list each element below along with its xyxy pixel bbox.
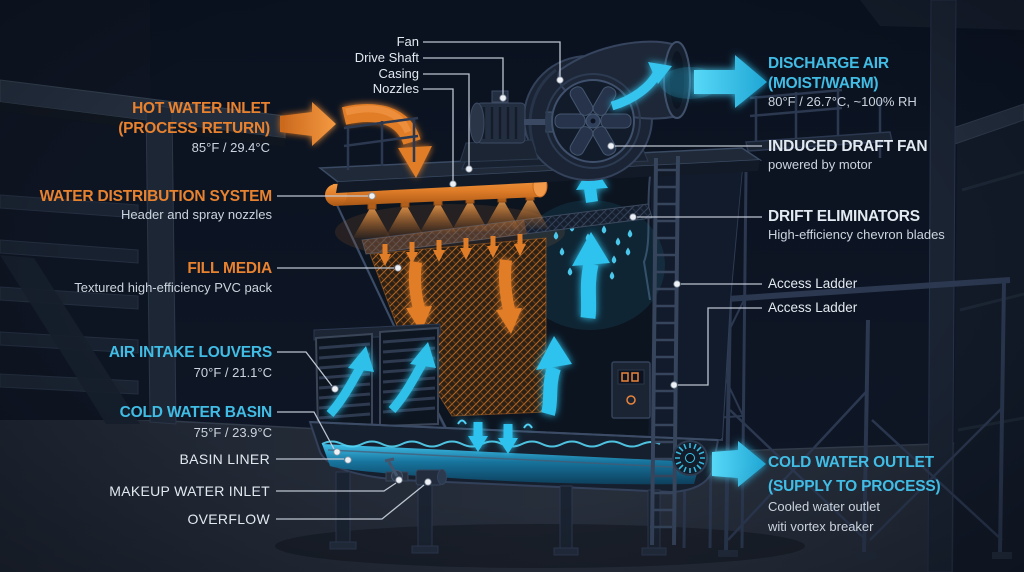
svg-text:75°F / 23.9°C: 75°F / 23.9°C bbox=[194, 425, 272, 440]
leader-dot bbox=[465, 165, 473, 173]
leader-lines bbox=[276, 41, 762, 520]
label-induced-draft-fan: INDUCED DRAFT FAN powered by motor bbox=[768, 138, 928, 172]
leader-dot bbox=[394, 264, 402, 272]
leader-line bbox=[423, 41, 561, 77]
svg-text:INDUCED DRAFT FAN: INDUCED DRAFT FAN bbox=[768, 138, 927, 155]
label-hot-water-inlet: HOT WATER INLET (PROCESS RETURN) 85°F / … bbox=[118, 100, 271, 155]
leader-line bbox=[423, 88, 454, 181]
label-nozzles: Nozzles bbox=[373, 81, 420, 96]
label-casing: Casing bbox=[379, 66, 419, 81]
label-drift-eliminators: DRIFT ELIMINATORS High-efficiency chevro… bbox=[768, 208, 945, 242]
vortex-breaker bbox=[672, 440, 708, 476]
svg-text:WATER DISTRIBUTION SYSTEM: WATER DISTRIBUTION SYSTEM bbox=[40, 188, 272, 205]
fan-wheel bbox=[545, 73, 641, 169]
leader-dot bbox=[449, 180, 457, 188]
svg-text:70°F / 21.1°C: 70°F / 21.1°C bbox=[194, 365, 272, 380]
leader-line bbox=[423, 73, 470, 166]
labels: Fan Drive Shaft Casing Nozzles HOT WATER… bbox=[40, 34, 946, 534]
label-cold-water-basin: COLD WATER BASIN 75°F / 23.9°C bbox=[120, 404, 273, 440]
leader-dot bbox=[629, 213, 637, 221]
leader-dot bbox=[331, 385, 339, 393]
svg-text:HOT WATER INLET: HOT WATER INLET bbox=[132, 100, 271, 117]
svg-text:DISCHARGE AIR: DISCHARGE AIR bbox=[768, 55, 889, 72]
leader-line bbox=[277, 411, 335, 450]
label-cold-water-outlet: COLD WATER OUTLET (SUPPLY TO PROCESS) Co… bbox=[767, 454, 941, 534]
leader-dot bbox=[556, 76, 564, 84]
svg-text:COLD WATER OUTLET: COLD WATER OUTLET bbox=[768, 454, 935, 471]
svg-text:FILL MEDIA: FILL MEDIA bbox=[187, 260, 272, 277]
leader-dot bbox=[424, 478, 432, 486]
label-discharge-air: DISCHARGE AIR (MOIST/WARM) 80°F / 26.7°C… bbox=[768, 55, 917, 109]
leader-dot bbox=[333, 448, 341, 456]
svg-text:AIR INTAKE LOUVERS: AIR INTAKE LOUVERS bbox=[109, 344, 272, 361]
svg-text:(MOIST/WARM): (MOIST/WARM) bbox=[768, 75, 878, 92]
label-fill-media: FILL MEDIA Textured high-efficiency PVC … bbox=[74, 260, 272, 295]
svg-text:(SUPPLY TO PROCESS): (SUPPLY TO PROCESS) bbox=[768, 478, 941, 495]
leader-line bbox=[276, 484, 425, 520]
leader-line bbox=[423, 57, 504, 95]
svg-text:85°F / 29.4°C: 85°F / 29.4°C bbox=[192, 140, 270, 155]
wall-post bbox=[145, 103, 177, 425]
leader-dot bbox=[395, 476, 403, 484]
svg-text:80°F / 26.7°C, ~100% RH: 80°F / 26.7°C, ~100% RH bbox=[768, 94, 917, 109]
label-drive-shaft: Drive Shaft bbox=[355, 50, 420, 65]
svg-text:High-efficiency chevron blades: High-efficiency chevron blades bbox=[768, 227, 945, 242]
leader-dot bbox=[673, 280, 681, 288]
svg-text:Cooled water outlet: Cooled water outlet bbox=[768, 499, 880, 514]
label-fan: Fan bbox=[397, 34, 419, 49]
svg-text:witi vortex breaker: witi vortex breaker bbox=[767, 519, 874, 534]
leader-line bbox=[678, 307, 762, 386]
svg-text:Textured high-efficiency PVC p: Textured high-efficiency PVC pack bbox=[74, 280, 272, 295]
svg-text:COLD WATER BASIN: COLD WATER BASIN bbox=[120, 404, 272, 421]
leader-dot bbox=[344, 456, 352, 464]
label-water-distribution-system: WATER DISTRIBUTION SYSTEM Header and spr… bbox=[40, 188, 273, 222]
label-makeup-water-inlet: MAKEUP WATER INLET bbox=[109, 483, 270, 499]
label-access-ladder-2: Access Ladder bbox=[768, 300, 858, 315]
svg-text:Header and spray nozzles: Header and spray nozzles bbox=[121, 207, 273, 222]
leader-dot bbox=[499, 94, 507, 102]
svg-text:(PROCESS RETURN): (PROCESS RETURN) bbox=[118, 120, 270, 137]
label-air-intake-louvers: AIR INTAKE LOUVERS 70°F / 21.1°C bbox=[109, 344, 272, 380]
label-basin-liner: BASIN LINER bbox=[180, 451, 270, 467]
control-panel bbox=[611, 361, 651, 419]
leader-dot bbox=[368, 192, 376, 200]
svg-text:DRIFT ELIMINATORS: DRIFT ELIMINATORS bbox=[768, 208, 920, 225]
leader-dot bbox=[607, 142, 615, 150]
label-overflow: OVERFLOW bbox=[187, 511, 270, 527]
leader-dot bbox=[670, 381, 678, 389]
leader-line bbox=[277, 351, 333, 387]
leader-line bbox=[276, 482, 397, 492]
label-access-ladder-1: Access Ladder bbox=[768, 276, 858, 291]
svg-text:powered by motor: powered by motor bbox=[768, 157, 873, 172]
